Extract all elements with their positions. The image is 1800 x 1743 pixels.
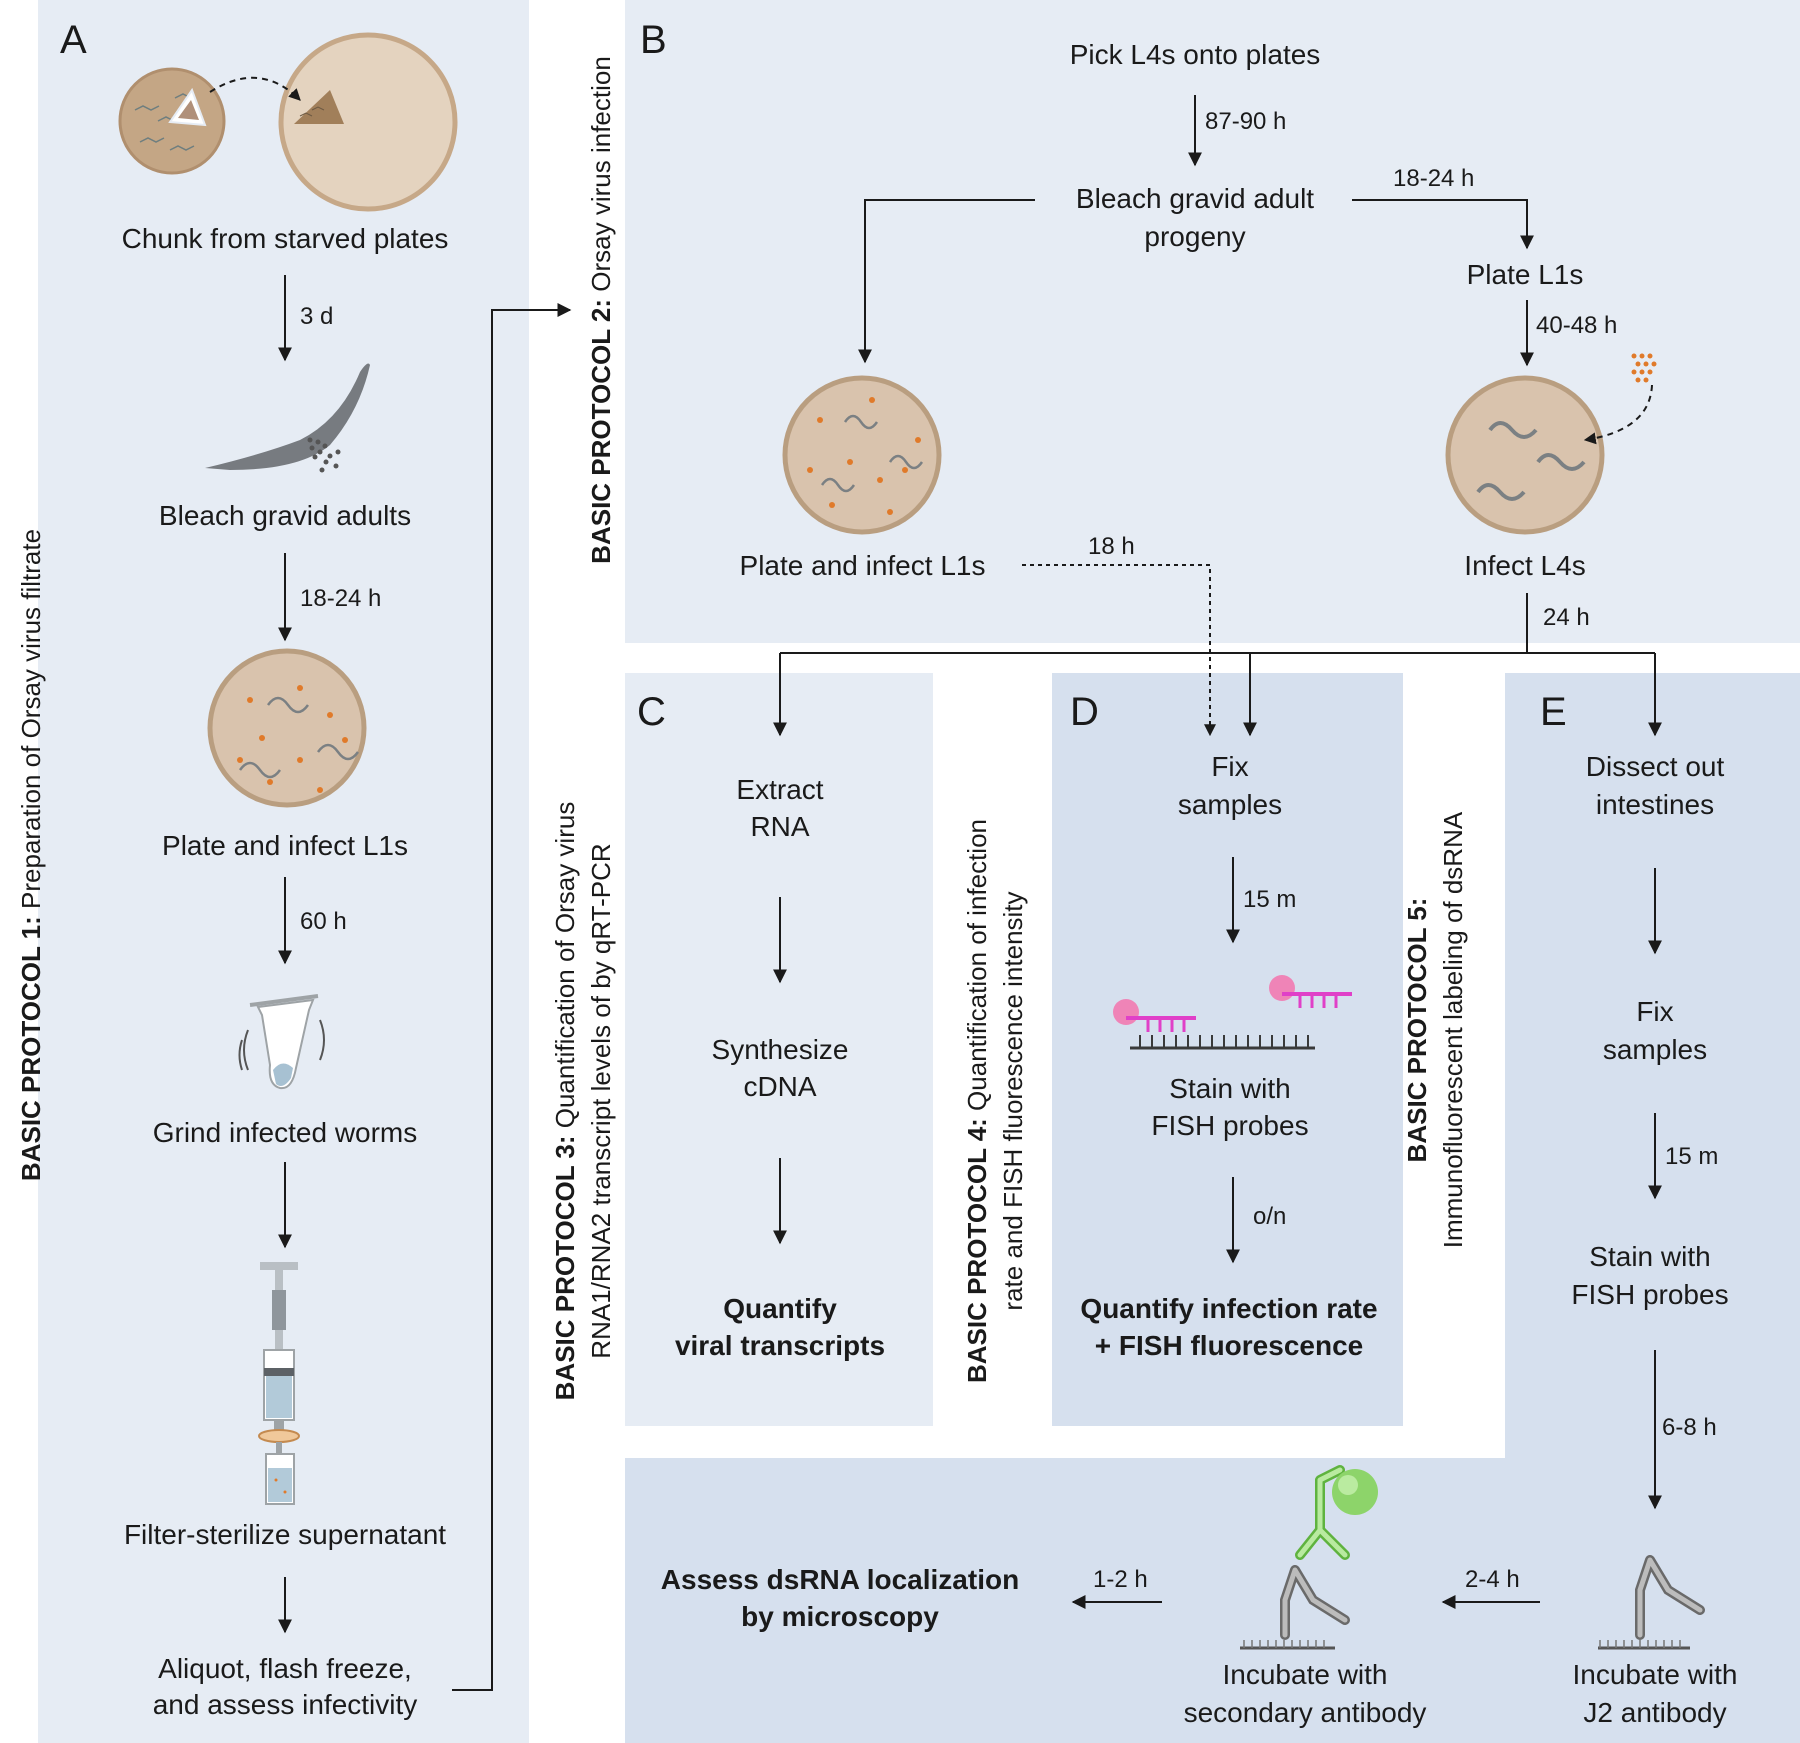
step-assess-localization-line2: by microscopy — [741, 1601, 939, 1632]
step-fix-samples-d-line1: Fix — [1211, 751, 1249, 782]
time-24h: 24 h — [1543, 604, 1590, 631]
infect-plate-icon-b1 — [782, 375, 942, 535]
time-6-8h: 6-8 h — [1662, 1414, 1717, 1441]
step-bleach-adults: Bleach gravid adults — [158, 500, 412, 531]
panel-a-background — [38, 0, 529, 1743]
panel-e-background-lower — [625, 1458, 1800, 1743]
time-1-2h: 1-2 h — [1093, 1566, 1148, 1593]
panel-letter-e: E — [1540, 690, 1567, 734]
step-chunk: Chunk from starved plates — [121, 223, 449, 254]
time-18h: 18 h — [1088, 533, 1135, 560]
panel-letter-b: B — [640, 18, 667, 62]
step-quantify-transcripts-line1: Quantify — [723, 1293, 837, 1324]
gravid-adult-worm-icon — [205, 363, 370, 473]
step-bleach-progeny-line2: progeny — [1144, 221, 1246, 252]
step-secondary-antibody-line1: Incubate with — [1222, 1659, 1388, 1690]
panel-c-background — [625, 673, 933, 1426]
time-15m-d: 15 m — [1243, 886, 1297, 913]
panel-e-background-upper — [1505, 673, 1800, 1458]
infect-dashed-arrow — [1583, 384, 1653, 445]
time-87-90h: 87-90 h — [1205, 108, 1287, 135]
step-j2-antibody-line1: Incubate with — [1572, 1659, 1738, 1690]
time-18-24h-a: 18-24 h — [300, 585, 382, 612]
step-stain-fish-e-line1: Stain with — [1589, 1241, 1711, 1272]
panel-letter-d: D — [1070, 690, 1099, 734]
distribution-arrows — [773, 593, 1662, 737]
target-plate-icon — [278, 32, 458, 212]
step-infect-l4s: Infect L4s — [1464, 550, 1586, 581]
step-pick-l4s: Pick L4s onto plates — [1069, 39, 1321, 70]
time-overnight: o/n — [1253, 1203, 1287, 1230]
step-aliquot-line2: and assess infectivity — [152, 1689, 418, 1720]
step-dissect-line1: Dissect out — [1585, 751, 1725, 782]
panel-e-arrows — [1071, 868, 1662, 1609]
protocol-2-title: BASIC PROTOCOL 2: Orsay virus infection — [586, 56, 616, 564]
protocol-3-title: BASIC PROTOCOL 3: Quantification of Orsa… — [550, 801, 616, 1401]
connector-a-to-b — [452, 303, 572, 1691]
panel-b-background — [625, 0, 1800, 643]
protocol-1-title: BASIC PROTOCOL 1: Preparation of Orsay v… — [16, 528, 46, 1182]
protocol-4-title: BASIC PROTOCOL 4: Quantification of infe… — [962, 818, 1028, 1384]
step-plate-l1s: Plate L1s — [1466, 259, 1584, 290]
egg-dots — [307, 437, 341, 473]
step-dissect-line2: intestines — [1595, 789, 1715, 820]
step-secondary-antibody-line2: secondary antibody — [1183, 1697, 1427, 1728]
chunk-plate-icon — [118, 67, 226, 175]
tube-icon — [238, 994, 325, 1090]
infect-plate-icon-b2 — [1445, 375, 1605, 535]
step-quantify-infection-line1: Quantify infection rate — [1080, 1293, 1378, 1324]
panel-letter-c: C — [637, 690, 666, 734]
time-3d: 3 d — [300, 303, 334, 330]
step-stain-fish-d-line2: FISH probes — [1151, 1110, 1309, 1141]
time-40-48h: 40-48 h — [1536, 312, 1618, 339]
step-j2-antibody-line2: J2 antibody — [1583, 1697, 1727, 1728]
step-bleach-progeny-line1: Bleach gravid adult — [1075, 183, 1315, 214]
fish-probe-icon — [1113, 975, 1352, 1050]
infect-plate-icon-a — [207, 648, 367, 808]
syringe-filter-icon — [258, 1262, 300, 1505]
step-synthesize-cdna-line2: cDNA — [743, 1071, 817, 1102]
step-assess-localization-line1: Assess dsRNA localization — [660, 1564, 1020, 1595]
panel-letter-a: A — [60, 18, 87, 62]
step-extract-rna-line1: Extract — [736, 774, 824, 805]
step-quantify-infection-line2: + FISH fluorescence — [1094, 1330, 1364, 1361]
dotted-18h-arrow — [1022, 564, 1216, 737]
time-15m-e: 15 m — [1665, 1143, 1719, 1170]
step-aliquot-line1: Aliquot, flash freeze, — [158, 1653, 412, 1684]
step-fix-samples-d-line2: samples — [1177, 789, 1283, 820]
step-fix-samples-e-line1: Fix — [1636, 996, 1674, 1027]
panel-b-arrows — [858, 95, 1534, 367]
step-extract-rna-line2: RNA — [750, 811, 810, 842]
step-stain-fish-e-line2: FISH probes — [1571, 1279, 1729, 1310]
step-stain-fish-d-line1: Stain with — [1169, 1073, 1291, 1104]
step-synthesize-cdna-line1: Synthesize — [711, 1034, 849, 1065]
protocol-5-title: BASIC PROTOCOL 5: Immunofluorescent labe… — [1402, 811, 1468, 1249]
time-60h: 60 h — [300, 908, 347, 935]
step-filter-sterilize: Filter-sterilize supernatant — [123, 1519, 447, 1550]
step-fix-samples-e-line2: samples — [1602, 1034, 1708, 1065]
step-quantify-transcripts-line2: viral transcripts — [674, 1330, 886, 1361]
time-18-24h-b: 18-24 h — [1393, 165, 1475, 192]
step-plate-infect-a: Plate and infect L1s — [162, 830, 408, 861]
j2-antibody-icon — [1598, 1555, 1705, 1650]
step-plate-infect-b: Plate and infect L1s — [739, 550, 986, 581]
transfer-dashed-arrow — [209, 76, 301, 101]
virus-dots-icon — [1631, 353, 1657, 383]
secondary-antibody-icon — [1240, 1465, 1378, 1650]
step-grind-worms: Grind infected worms — [152, 1117, 418, 1148]
time-2-4h: 2-4 h — [1465, 1566, 1520, 1593]
